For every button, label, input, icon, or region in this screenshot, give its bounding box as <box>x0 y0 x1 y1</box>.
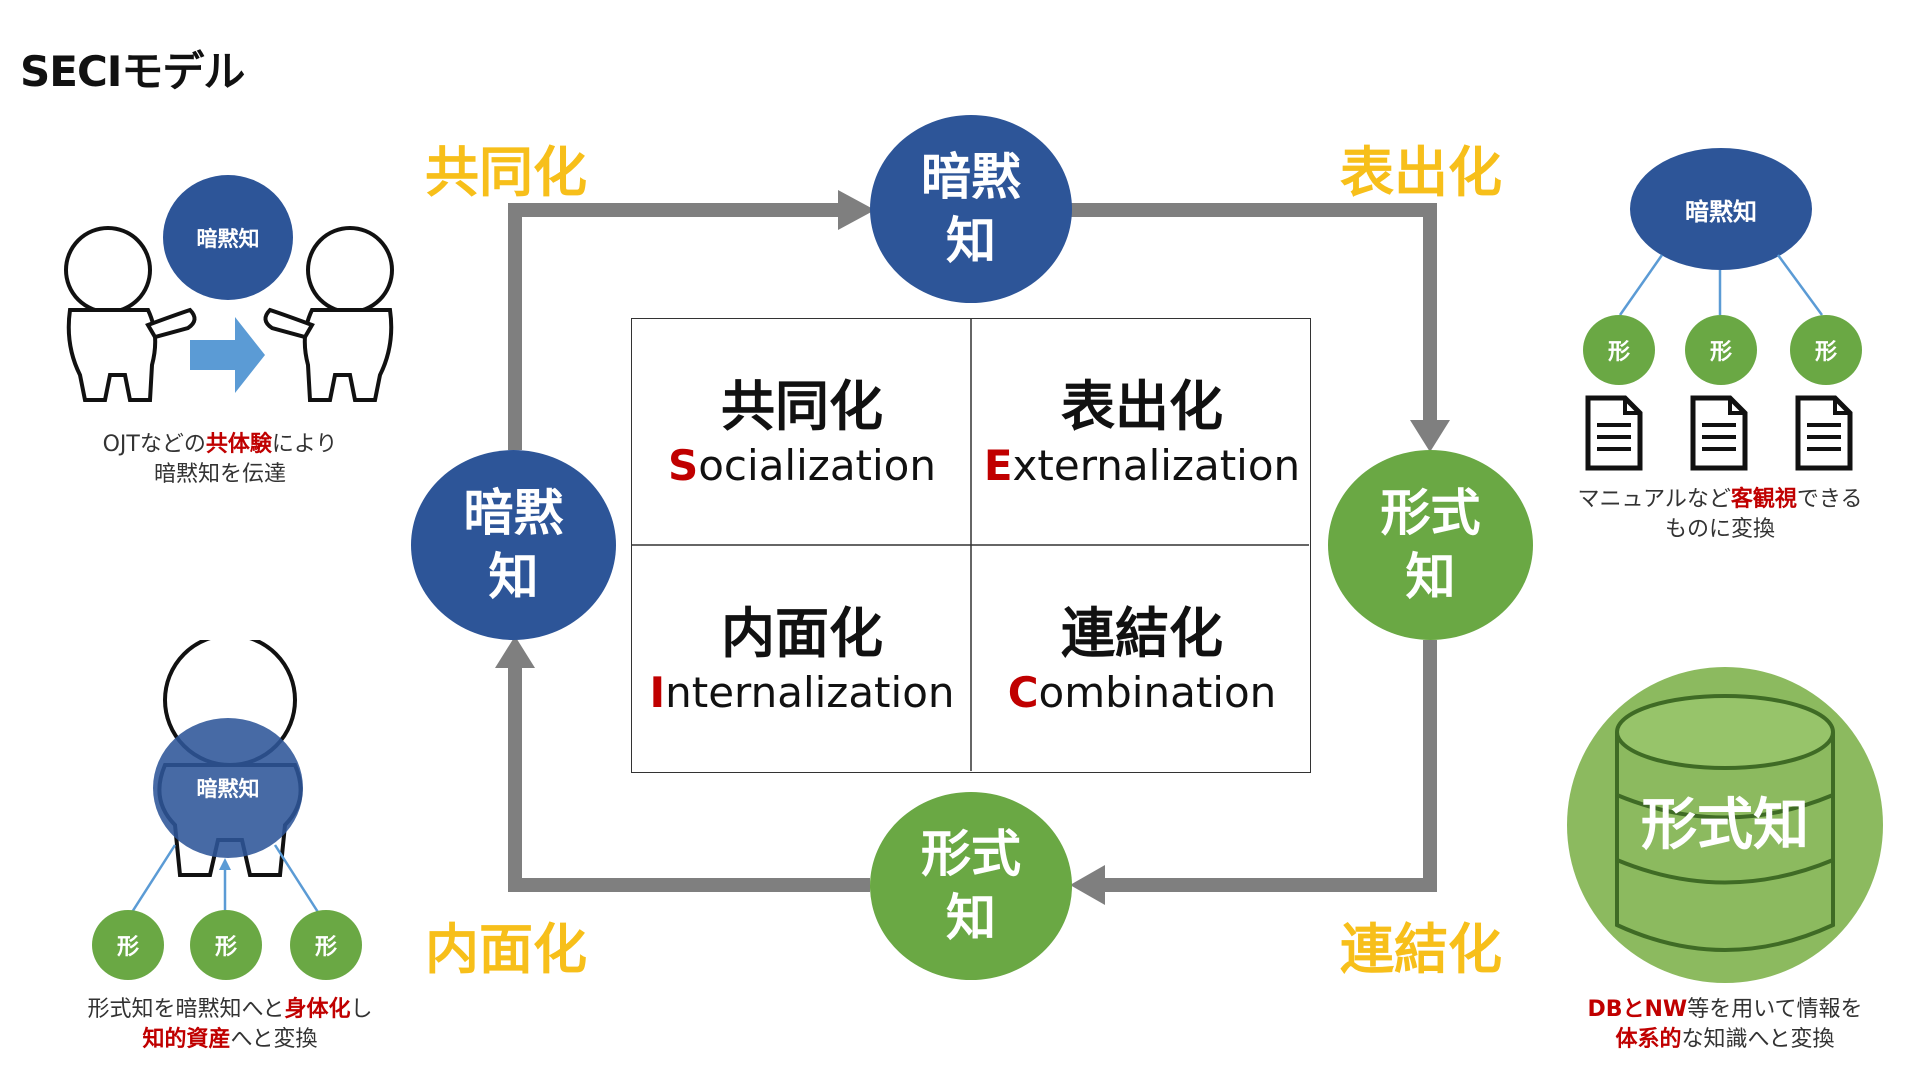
arrowhead-top <box>838 190 875 230</box>
arrow-right-to-bottom <box>1100 640 1437 892</box>
document-icon <box>1585 395 1643 471</box>
top-left-tacit-bubble: 暗黙知 <box>163 175 293 300</box>
node-bottom-explicit: 形式知 <box>870 792 1072 980</box>
people-sharing-illustration <box>64 226 394 402</box>
bottom-left-form-node-1: 形 <box>92 910 164 980</box>
top-right-tacit-bubble: 暗黙知 <box>1630 148 1812 270</box>
top-left-caption: OJTなどの共体験により 暗黙知を伝達 <box>102 432 338 487</box>
phase-label-socialization: 共同化 <box>425 141 587 204</box>
arrow-top-to-right <box>1070 203 1437 430</box>
arrowhead-right <box>1410 420 1450 452</box>
top-right-form-node-3: 形 <box>1790 315 1862 385</box>
top-right-form-node-2: 形 <box>1685 315 1757 385</box>
phase-label-internalization: 内面化 <box>425 918 587 981</box>
matrix-cell-combination: 連結化 Combination <box>1007 601 1277 717</box>
matrix-cell-internalization: 内面化 Internalization <box>649 601 955 717</box>
page-title: SECIモデル <box>20 47 245 96</box>
top-right-form-node-1: 形 <box>1583 315 1655 385</box>
node-top-tacit: 暗黙知 <box>870 115 1072 303</box>
phase-label-combination: 連結化 <box>1340 918 1502 981</box>
bottom-left-tacit-bubble: 暗黙知 <box>153 718 303 858</box>
bottom-right-caption: DBとNW等を用いて情報を 体系的な知識へと変換 <box>1587 997 1863 1052</box>
database-label: 形式知 <box>1641 793 1809 858</box>
arrowhead-left <box>495 636 535 668</box>
bottom-left-form-node-3: 形 <box>290 910 362 980</box>
person-left-body-icon <box>66 308 158 402</box>
transfer-arrow-icon <box>190 317 265 393</box>
bottom-left-caption: 形式知を暗黙知へと身体化し 知的資産へと変換 <box>87 997 373 1052</box>
person-left-head-icon <box>64 226 152 314</box>
phase-label-externalization: 表出化 <box>1340 141 1502 204</box>
matrix-cell-socialization: 共同化 Socialization <box>667 374 937 490</box>
arrowhead-bottom <box>1070 865 1105 905</box>
document-icon <box>1795 395 1853 471</box>
person-right-head-icon <box>306 226 394 314</box>
seci-matrix: 共同化 Socialization 表出化 Externalization 内面… <box>631 318 1311 773</box>
arrow-left-to-top <box>508 203 845 450</box>
matrix-cell-externalization: 表出化 Externalization <box>983 374 1301 490</box>
top-right-connectors <box>1618 254 1824 316</box>
document-icon <box>1690 395 1748 471</box>
node-right-explicit: 形式知 <box>1328 450 1533 640</box>
person-right-body-icon <box>302 308 394 402</box>
arrow-bottom-to-left <box>508 655 870 892</box>
database-icon <box>1567 667 1883 983</box>
node-left-tacit: 暗黙知 <box>411 450 616 640</box>
bottom-left-form-node-2: 形 <box>190 910 262 980</box>
top-right-caption: マニュアルなど客観視できる ものに変換 <box>1577 487 1863 542</box>
